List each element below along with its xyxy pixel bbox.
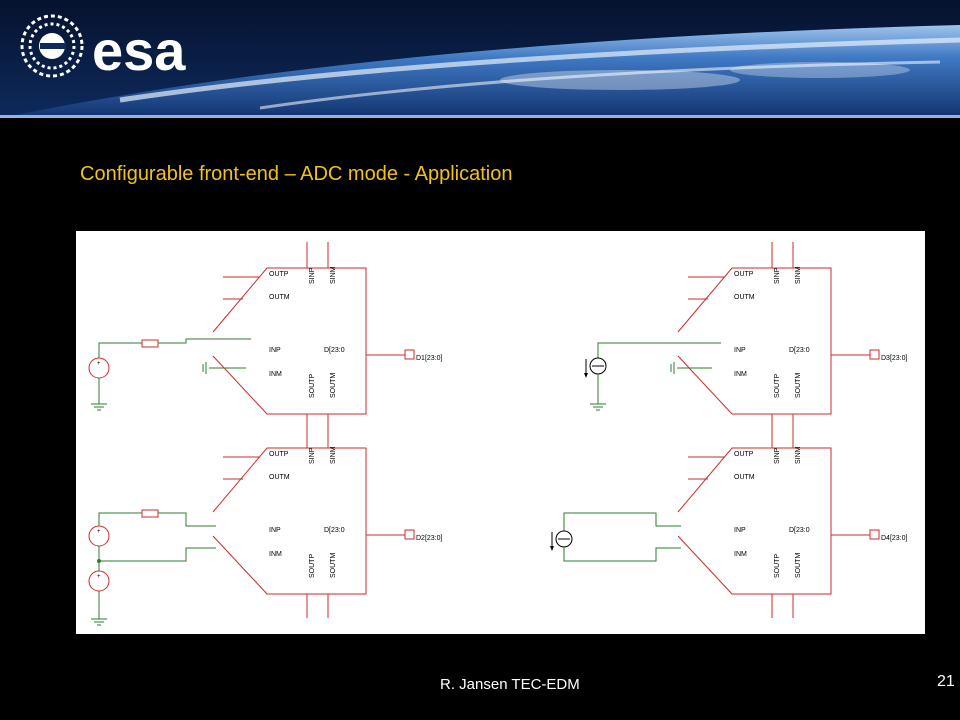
pin-label-sinm: SINM (795, 266, 802, 284)
pin-label-inp: INP (734, 527, 746, 534)
slide-title: Configurable front-end – ADC mode - Appl… (80, 163, 513, 185)
port-label: D3[23:0] (881, 355, 908, 362)
adc-frontend-block-1: OUTP OUTM INP INM SINP SINM SOUTP SOUTM D[23:0D1… (212, 242, 443, 438)
wire-b2-inm (98, 546, 216, 562)
banner-earth-image (0, 0, 960, 118)
output-port-box (404, 349, 415, 360)
voltage-source-b2-bottom: + (88, 570, 110, 592)
output-port-box (404, 529, 415, 540)
esa-logo-swirl-icon (20, 14, 84, 78)
pin-label-outp: OUTP (269, 451, 289, 458)
port-label: D1[23:0] (416, 355, 443, 362)
pin-label-outm: OUTM (734, 294, 755, 301)
wire-b1-res-to-inp (158, 338, 251, 344)
port-label: D2[23:0] (416, 535, 443, 542)
port-label: D4[23:0] (881, 535, 908, 542)
voltage-source-b1: + (88, 357, 110, 379)
pin-label-sinp: SINP (309, 267, 316, 284)
ground-b2 (91, 611, 107, 626)
pin-label-inm: INM (734, 551, 747, 558)
output-port-box (869, 349, 880, 360)
esa-logo-text: esa (92, 19, 186, 82)
pin-label-outm: OUTM (734, 474, 755, 481)
wire-b4-inm (563, 547, 681, 562)
pin-label-outm: OUTM (269, 474, 290, 481)
pin-label-soutm: SOUTM (330, 553, 337, 578)
page-number: 21 (937, 673, 955, 690)
block-outline (212, 447, 367, 595)
source-plus-sign: + (97, 361, 101, 367)
pin-label-inp: INP (734, 347, 746, 354)
pin-label-data: D[23:0 (789, 347, 810, 354)
pin-label-outp: OUTP (734, 451, 754, 458)
pin-label-soutm: SOUTM (795, 373, 802, 398)
wire-b4-inp (563, 512, 681, 538)
pin-label-outp: OUTP (269, 271, 289, 278)
cap-b3 (670, 362, 675, 374)
wire-b1-src-to-res (98, 342, 142, 358)
wire-b2-res-to-inp (158, 512, 216, 527)
pin-label-data: D[23:0 (789, 527, 810, 534)
pin-label-soutp: SOUTP (309, 374, 316, 398)
block-outline (677, 267, 832, 415)
ground-b3 (590, 396, 606, 411)
current-arrow-head (584, 373, 588, 378)
voltage-source-b2-top: + (88, 525, 110, 547)
current-arrow-head (550, 546, 554, 551)
pin-label-sinm: SINM (330, 266, 337, 284)
block-outline (212, 267, 367, 415)
pin-label-sinm: SINM (330, 446, 337, 464)
current-source-b4 (550, 530, 573, 551)
pin-label-inm: INM (269, 551, 282, 558)
adc-frontend-block-3: OUTP OUTM INP INM SINP SINM SOUTP SOUTM D[23:0D3… (677, 242, 908, 438)
pin-label-soutm: SOUTM (795, 553, 802, 578)
esa-logo: esa (20, 14, 186, 82)
adc-frontend-block-2: OUTP OUTM INP INM SINP SINM SOUTP SOUTM D[23:0D2… (212, 422, 443, 618)
pin-label-sinp: SINP (309, 447, 316, 464)
current-source-b3 (584, 357, 607, 378)
source-plus-sign: + (97, 529, 101, 535)
pin-label-inm: INM (734, 371, 747, 378)
pin-label-sinp: SINP (774, 267, 781, 284)
pin-label-inm: INM (269, 371, 282, 378)
block-outline (677, 447, 832, 595)
pin-label-soutp: SOUTP (309, 554, 316, 578)
pin-label-soutp: SOUTP (774, 374, 781, 398)
footer-author: R. Jansen TEC-EDM (440, 676, 580, 693)
pin-label-outp: OUTP (734, 271, 754, 278)
wire-b2-src-to-res (98, 512, 142, 526)
pin-label-sinp: SINP (774, 447, 781, 464)
pin-label-data: D[23:0 (324, 527, 345, 534)
adc-frontend-block-4: OUTP OUTM INP INM SINP SINM SOUTP SOUTM D[23:0D4… (677, 422, 908, 618)
esa-banner: esa (0, 0, 960, 118)
source-plus-sign: + (97, 574, 101, 580)
cap-b1 (202, 362, 207, 374)
pin-label-sinm: SINM (795, 446, 802, 464)
resistor-b1 (141, 339, 159, 348)
output-port-box (869, 529, 880, 540)
pin-label-soutm: SOUTM (330, 373, 337, 398)
pin-label-outm: OUTM (269, 294, 290, 301)
pin-label-inp: INP (269, 347, 281, 354)
pin-label-inp: INP (269, 527, 281, 534)
wire-b3-src-to-inp (597, 342, 721, 358)
pin-label-data: D[23:0 (324, 347, 345, 354)
resistor-b2 (141, 509, 159, 518)
pin-label-soutp: SOUTP (774, 554, 781, 578)
ground-b1 (91, 396, 107, 411)
